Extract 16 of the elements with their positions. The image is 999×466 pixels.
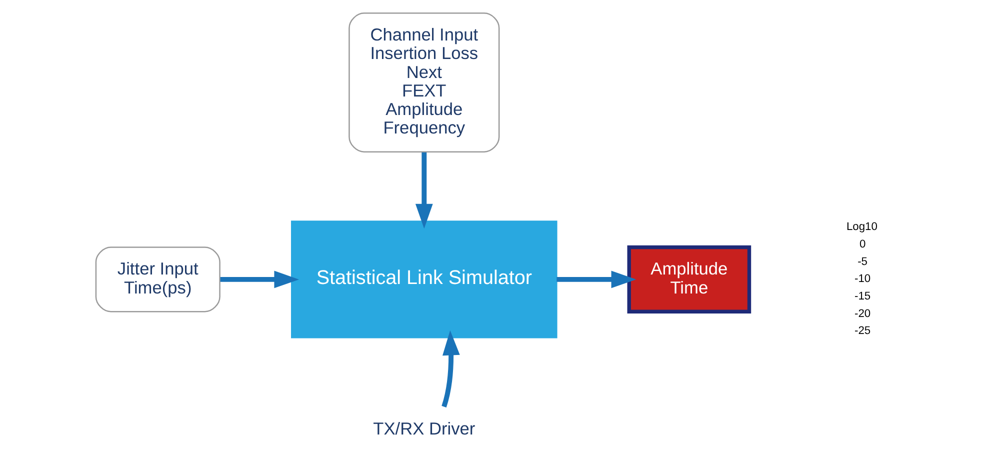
node-box: Jitter Input Time(ps) <box>94 246 220 312</box>
arrow <box>414 152 432 229</box>
node-box: Statistical Link Simulator <box>290 220 557 338</box>
node-box: Channel Input Insertion Loss Next FEXT Amplitude Frequency <box>348 12 500 152</box>
label: -20 <box>854 308 870 320</box>
label: -25 <box>854 325 870 338</box>
arrow <box>220 270 299 288</box>
label: -10 <box>854 273 870 286</box>
arrow <box>556 270 636 288</box>
label: Log10 <box>846 221 877 234</box>
label: 0 <box>858 238 866 250</box>
node-box: Amplitude Time <box>626 245 751 314</box>
label: -5 <box>857 256 868 268</box>
node-text: TX/RX Driver <box>372 418 475 438</box>
label: -15 <box>854 290 870 303</box>
arrow <box>441 330 460 408</box>
